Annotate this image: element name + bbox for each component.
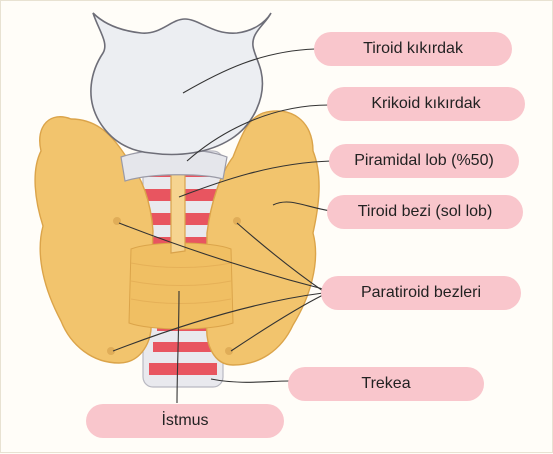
pyramidal-lobe	[171, 163, 185, 253]
label-tiroid-bezi: Tiroid bezi (sol lob)	[327, 195, 523, 229]
label-piramidal-lob: Piramidal lob (%50)	[329, 144, 519, 178]
trachea-ring	[149, 363, 217, 375]
label-krikoid-kikirdak: Krikoid kıkırdak	[327, 87, 525, 121]
label-trekea: Trekea	[288, 367, 484, 401]
label-tiroid-kikirdak: Tiroid kıkırdak	[314, 32, 512, 66]
label-paratiroid-bezleri: Paratiroid bezleri	[321, 276, 521, 310]
parathyroid-gland	[233, 217, 241, 225]
trachea-ring	[153, 342, 213, 352]
thyroid-left-lobe	[206, 111, 319, 365]
label-istmus: İstmus	[86, 404, 284, 438]
